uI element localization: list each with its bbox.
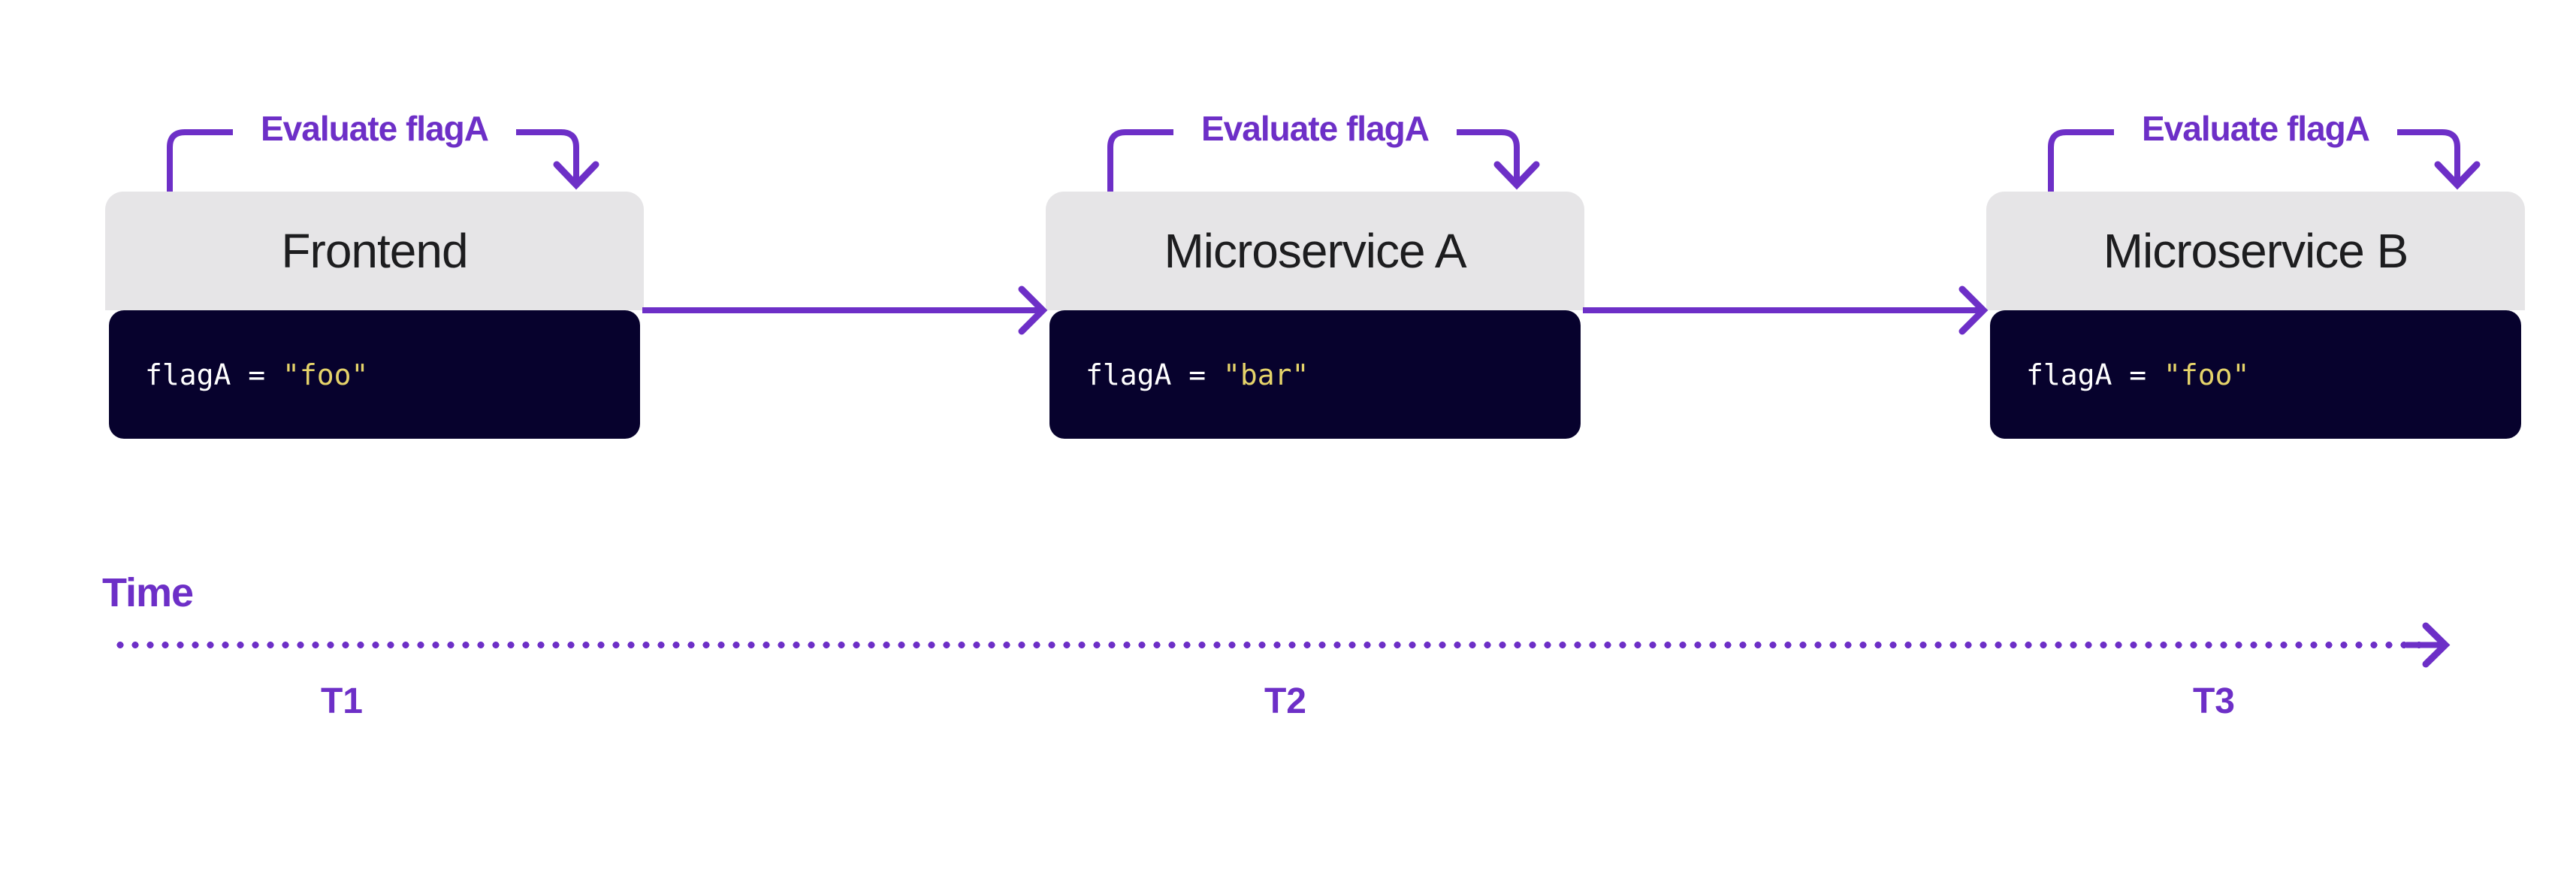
timeline-tick-t1: T1	[320, 681, 363, 721]
evaluate-bracket-arrow-icon	[167, 129, 599, 192]
service-group-microservice-b: Evaluate flagA Microservice B flagA = "f…	[1986, 105, 2525, 439]
string-literal: "foo"	[282, 358, 369, 391]
service-title: Microservice A	[1046, 192, 1584, 310]
code-block: flagA = "foo"	[109, 310, 640, 439]
annotation-label: Evaluate flagA	[1201, 109, 1430, 148]
code-block: flagA = "bar"	[1049, 310, 1581, 439]
service-title: Frontend	[105, 192, 644, 310]
evaluate-bracket-arrow-icon	[1107, 129, 1540, 192]
annotation-label: Evaluate flagA	[2142, 109, 2370, 148]
flow-arrow-icon	[642, 285, 1048, 335]
string-literal: "bar"	[1223, 358, 1309, 391]
timeline-label: Time	[102, 570, 194, 615]
timeline-tick-t2: T2	[1264, 681, 1306, 721]
annotation-label: Evaluate flagA	[261, 109, 489, 148]
service-group-microservice-a: Evaluate flagA Microservice A flagA = "b…	[1046, 105, 1584, 439]
code-text: flagA =	[2026, 358, 2164, 391]
flow-arrow-icon	[1583, 285, 1989, 335]
timeline-axis	[113, 642, 2420, 648]
code-text: flagA =	[1086, 358, 1224, 391]
string-literal: "foo"	[2164, 358, 2250, 391]
timeline-tick-t3: T3	[2192, 681, 2235, 721]
timeline-arrow-icon	[2406, 622, 2451, 668]
code-block: flagA = "foo"	[1990, 310, 2521, 439]
code-text: flagA =	[145, 358, 283, 391]
service-group-frontend: Evaluate flagA Frontend flagA = "foo"	[105, 105, 644, 439]
evaluate-bracket-arrow-icon	[2048, 129, 2481, 192]
service-title: Microservice B	[1986, 192, 2525, 310]
